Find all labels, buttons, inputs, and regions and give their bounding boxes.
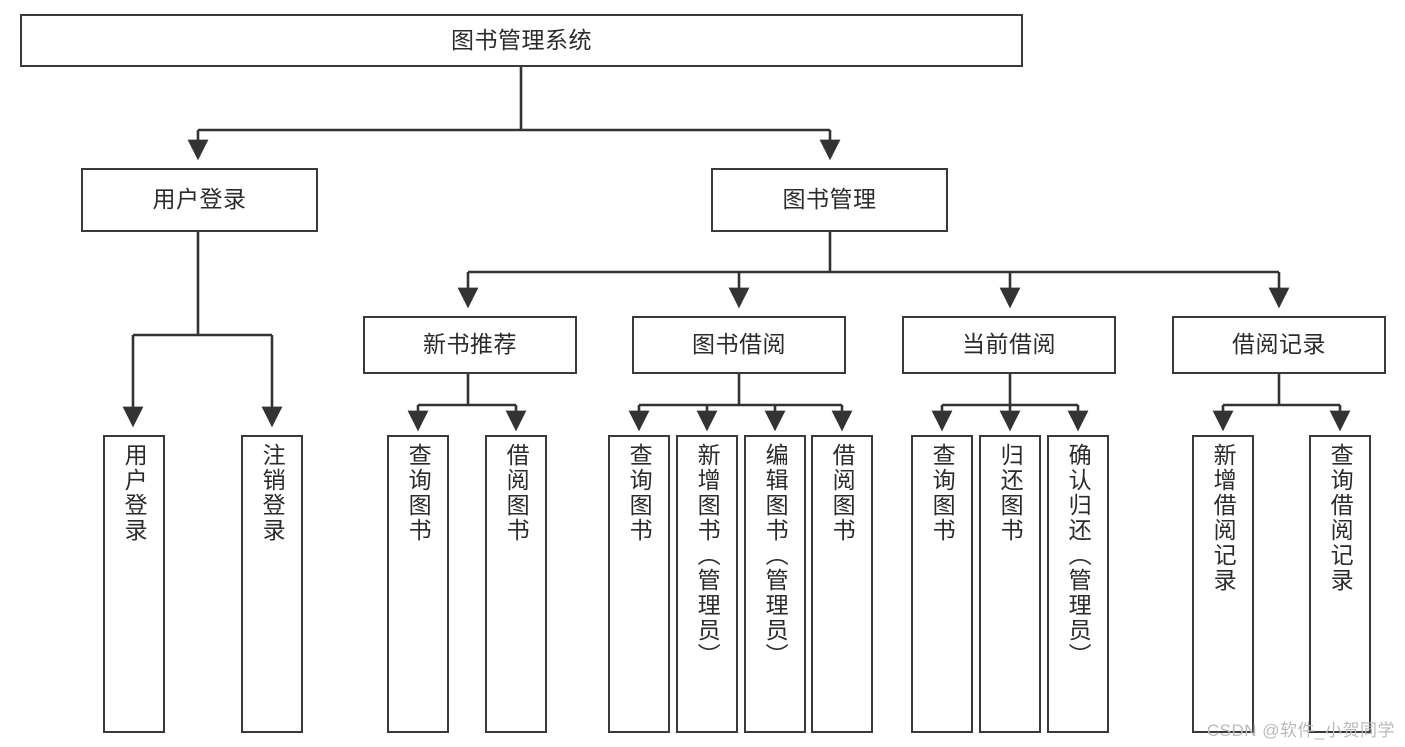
node-borrow-record[interactable]: 借阅记录 xyxy=(1172,316,1386,374)
leaf-query-record[interactable]: 查询借阅记录 xyxy=(1309,435,1371,733)
leaf-logout-login[interactable]: 注销登录 xyxy=(241,435,303,733)
leaf-query-record-label: 查询借阅记录 xyxy=(1327,443,1354,593)
leaf-confirm-return-label: 确认归还（管理员） xyxy=(1065,443,1092,668)
leaf-user-login-label: 用户登录 xyxy=(121,443,148,543)
node-user-login-label: 用户登录 xyxy=(152,186,247,213)
leaf-add-book[interactable]: 新增图书（管理员） xyxy=(676,435,738,733)
watermark: CSDN @软件_小贺同学 xyxy=(1206,721,1395,740)
node-root-label: 图书管理系统 xyxy=(451,26,592,53)
leaf-query-book-2[interactable]: 查询图书 xyxy=(608,435,670,733)
node-user-login[interactable]: 用户登录 xyxy=(81,168,318,232)
leaf-return-book-label: 归还图书 xyxy=(997,443,1024,543)
node-current-borrow[interactable]: 当前借阅 xyxy=(902,316,1116,374)
node-book-borrow[interactable]: 图书借阅 xyxy=(632,316,846,374)
leaf-edit-book-label: 编辑图书（管理员） xyxy=(762,443,789,668)
leaf-query-book-3[interactable]: 查询图书 xyxy=(911,435,973,733)
node-book-management[interactable]: 图书管理 xyxy=(711,168,948,232)
node-book-borrow-label: 图书借阅 xyxy=(692,331,786,358)
node-current-borrow-label: 当前借阅 xyxy=(962,331,1056,358)
leaf-query-book-2-label: 查询图书 xyxy=(626,443,653,543)
node-root[interactable]: 图书管理系统 xyxy=(20,14,1023,67)
leaf-user-login[interactable]: 用户登录 xyxy=(103,435,165,733)
leaf-query-book-3-label: 查询图书 xyxy=(929,443,956,543)
leaf-borrow-book-2[interactable]: 借阅图书 xyxy=(811,435,873,733)
leaf-query-book-1[interactable]: 查询图书 xyxy=(387,435,449,733)
leaf-borrow-book-1[interactable]: 借阅图书 xyxy=(485,435,547,733)
node-book-management-label: 图书管理 xyxy=(782,186,877,213)
node-new-book-recommend-label: 新书推荐 xyxy=(423,331,517,358)
leaf-query-book-1-label: 查询图书 xyxy=(405,443,432,543)
node-new-book-recommend[interactable]: 新书推荐 xyxy=(363,316,577,374)
leaf-edit-book[interactable]: 编辑图书（管理员） xyxy=(744,435,806,733)
leaf-return-book[interactable]: 归还图书 xyxy=(979,435,1041,733)
leaf-add-record-label: 新增借阅记录 xyxy=(1210,443,1237,593)
node-borrow-record-label: 借阅记录 xyxy=(1232,331,1326,358)
leaf-add-record[interactable]: 新增借阅记录 xyxy=(1192,435,1254,733)
leaf-logout-login-label: 注销登录 xyxy=(259,443,286,543)
leaf-add-book-label: 新增图书（管理员） xyxy=(694,443,721,668)
leaf-borrow-book-1-label: 借阅图书 xyxy=(503,443,530,543)
leaf-confirm-return[interactable]: 确认归还（管理员） xyxy=(1047,435,1109,733)
leaf-borrow-book-2-label: 借阅图书 xyxy=(829,443,856,543)
